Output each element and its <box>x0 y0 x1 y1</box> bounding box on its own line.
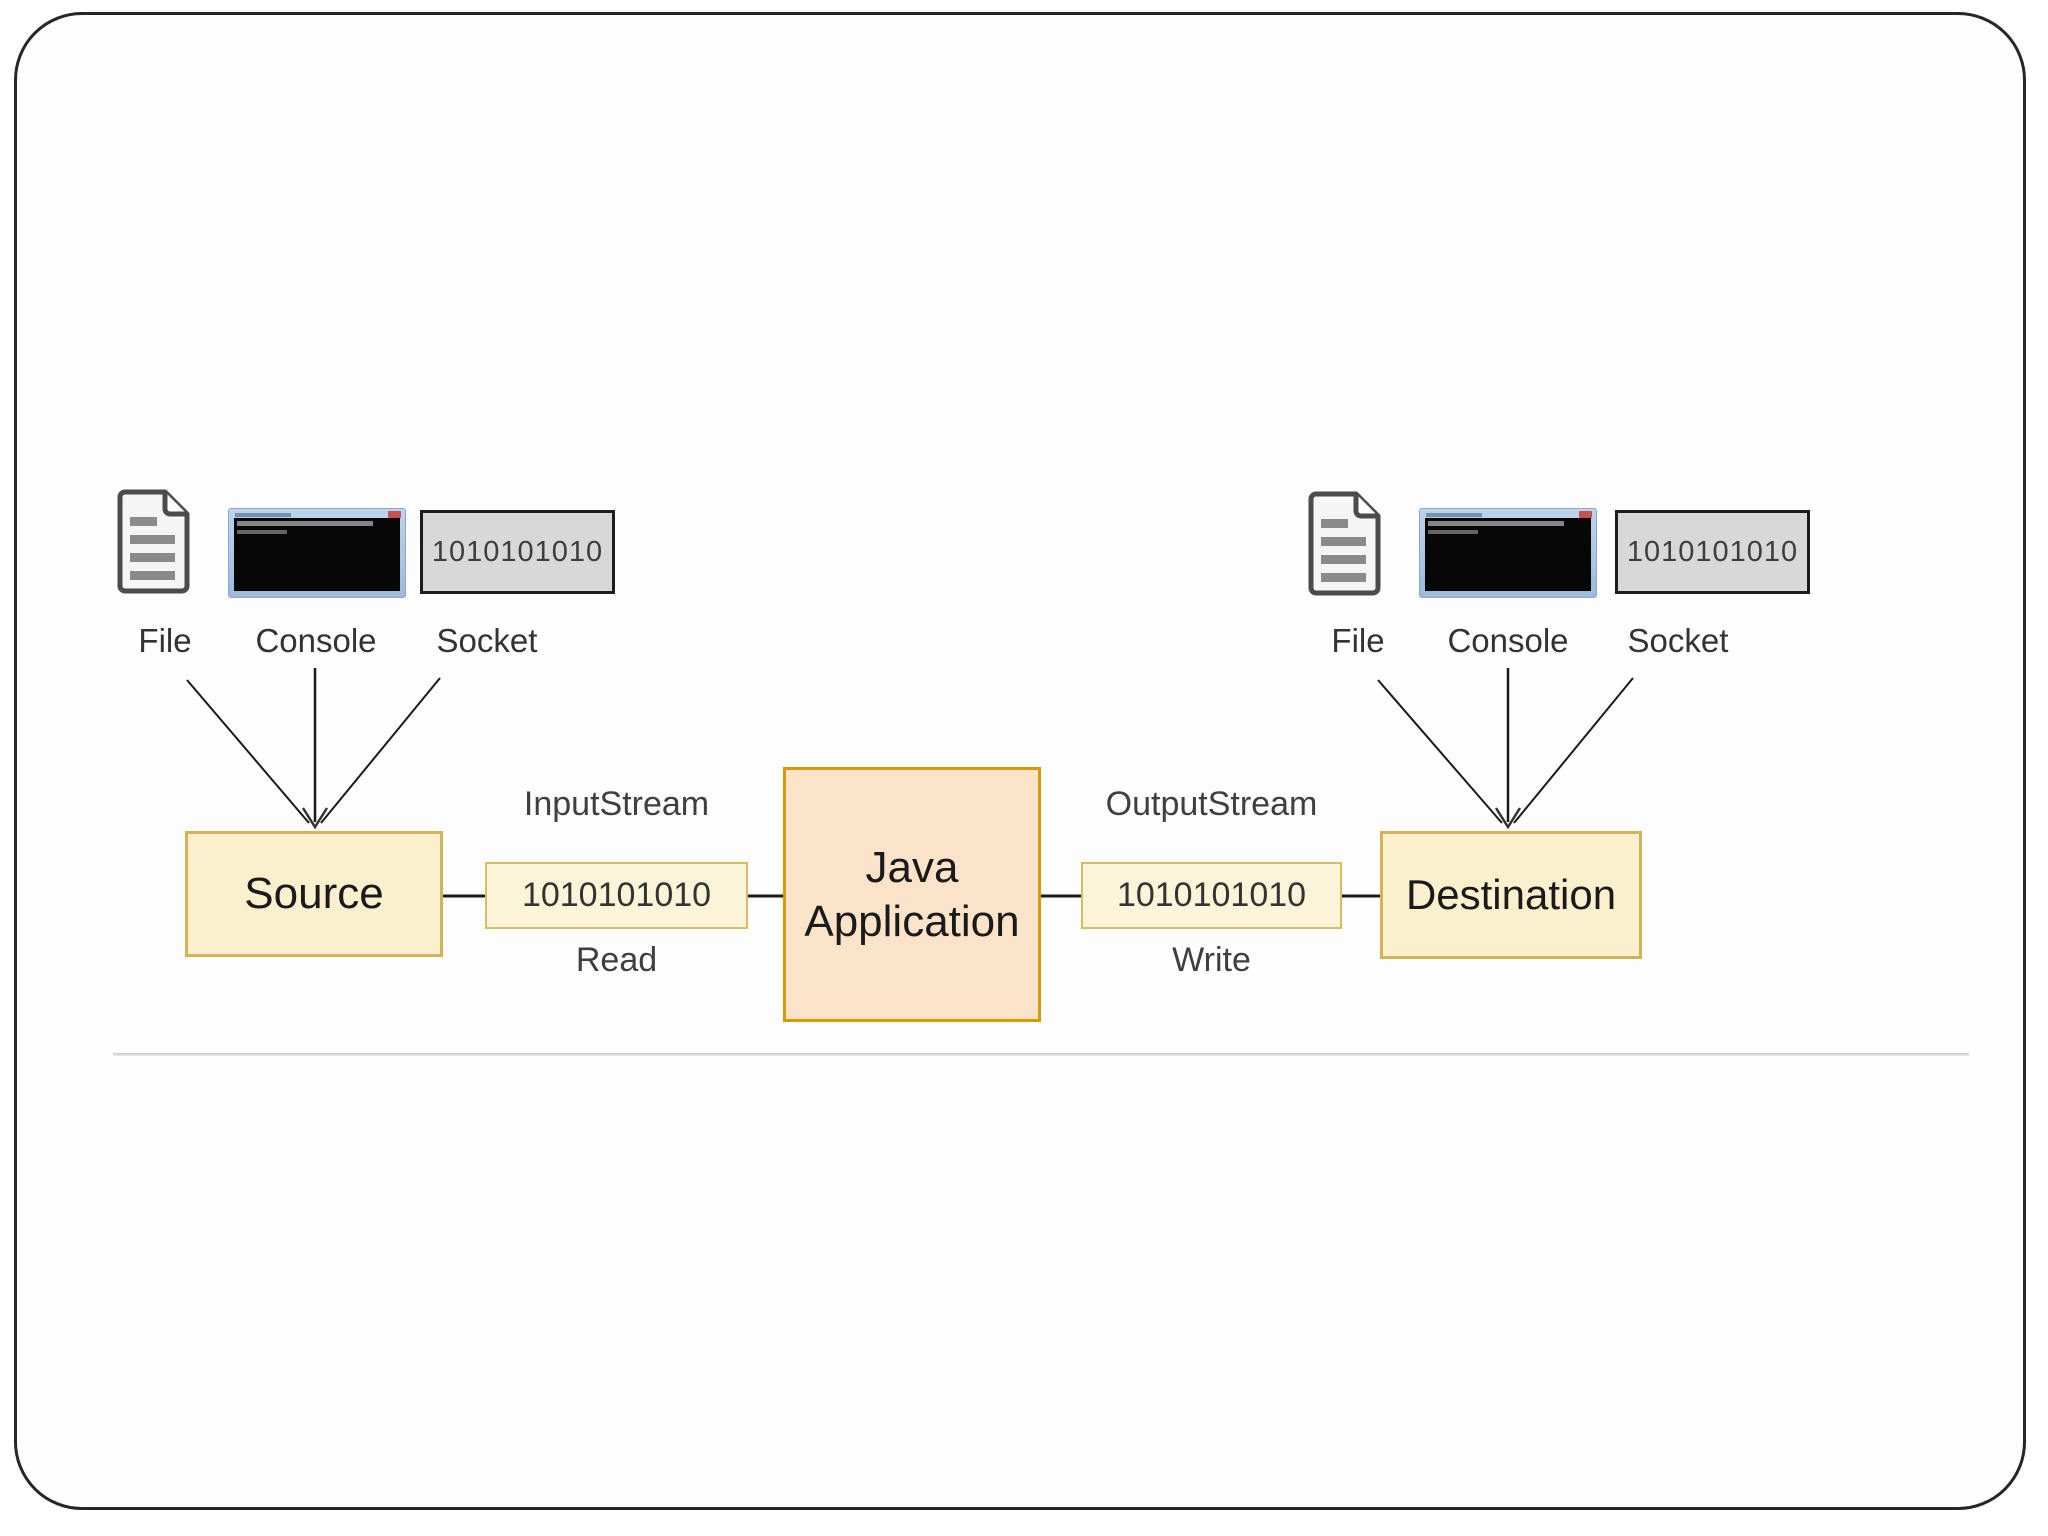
horizontal-divider <box>113 1053 1969 1056</box>
destination-node-box: Destination <box>1380 831 1642 959</box>
console-icon-titlebar <box>233 511 401 518</box>
label-destination-socket: Socket <box>1627 622 1729 659</box>
read-action-label: Read <box>575 941 658 979</box>
output-stream-label: OutputStream <box>1105 785 1318 823</box>
file-icon <box>117 489 190 594</box>
java-application-label-line2: Application <box>804 896 1020 946</box>
input-stream-label: InputStream <box>523 785 710 823</box>
input-stream-bits-box: 1010101010 <box>485 862 748 929</box>
output-stream-bits-box: 1010101010 <box>1081 862 1342 929</box>
console-icon-screen <box>1425 518 1591 591</box>
source-node-box: Source <box>185 831 443 957</box>
console-icon-text-line <box>237 521 374 526</box>
java-application-label-line1: Java <box>865 842 959 892</box>
console-icon-text-line <box>1428 530 1478 534</box>
socket-icon-bits: 1010101010 <box>1626 535 1799 568</box>
console-icon <box>228 508 406 598</box>
console-icon-close-button <box>388 511 401 518</box>
input-stream-bits: 1010101010 <box>521 876 712 914</box>
console-icon-title-text <box>1426 513 1482 517</box>
label-source-socket: Socket <box>436 622 538 659</box>
file-icon <box>1308 491 1381 596</box>
source-node-label: Source <box>244 869 384 918</box>
write-action-label: Write <box>1172 941 1251 979</box>
output-stream-bits: 1010101010 <box>1116 876 1307 914</box>
socket-icon: 1010101010 <box>1615 510 1810 594</box>
console-icon-title-text <box>235 513 291 517</box>
console-icon-screen <box>234 518 400 591</box>
destination-node-label: Destination <box>1405 871 1617 918</box>
console-icon-text-line <box>237 530 287 534</box>
console-icon-titlebar <box>1424 511 1592 518</box>
label-source-file: File <box>138 622 192 659</box>
console-icon-text-line <box>1428 521 1565 526</box>
slide-border-frame <box>14 12 2026 1510</box>
socket-icon: 1010101010 <box>420 510 615 594</box>
label-destination-console: Console <box>1447 622 1569 659</box>
java-application-node-box: Java Application <box>783 767 1041 1022</box>
label-source-console: Console <box>255 622 377 659</box>
console-icon-close-button <box>1579 511 1592 518</box>
console-icon <box>1419 508 1597 598</box>
label-destination-file: File <box>1331 622 1385 659</box>
socket-icon-bits: 1010101010 <box>431 535 604 568</box>
